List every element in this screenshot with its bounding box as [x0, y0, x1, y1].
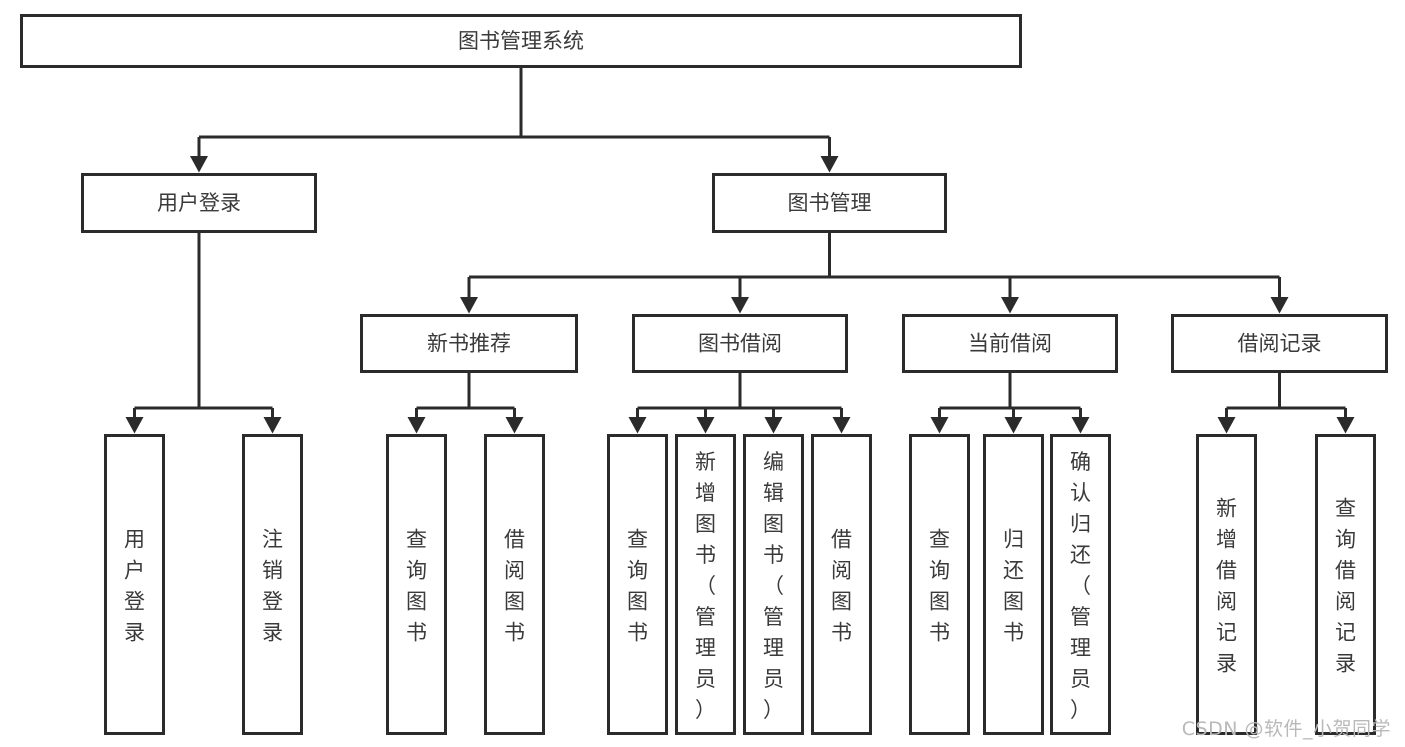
node-label: 图书管理 — [788, 191, 872, 215]
arrow-head-icon — [731, 297, 749, 314]
node-box — [360, 314, 578, 373]
node-leaf-br-query[interactable]: 查询借阅记录 — [1315, 434, 1376, 735]
node-leaf-cb-query[interactable]: 查询图书 — [909, 434, 970, 735]
connector-layer — [125, 68, 1355, 434]
node-box — [983, 434, 1044, 735]
node-box — [675, 434, 736, 735]
node-label: 图书借阅 — [698, 332, 782, 356]
node-box — [484, 434, 545, 735]
node-label: 当前借阅 — [968, 332, 1052, 356]
node-label: 查询图书 — [627, 528, 648, 645]
node-leaf-bb-query[interactable]: 查询图书 — [607, 434, 668, 735]
arrow-head-icon — [832, 417, 851, 434]
node-label: 查询图书 — [406, 528, 427, 645]
node-box — [607, 434, 668, 735]
arrow-head-icon — [1270, 297, 1289, 314]
node-label: 用户登录 — [124, 528, 145, 645]
node-leaf-bb-edit[interactable]: 编辑图书（管理员） — [743, 434, 804, 735]
node-l3-borrow-record[interactable]: 借阅记录 — [1171, 314, 1388, 373]
arrow-head-icon — [696, 417, 715, 434]
node-leaf-user-logout[interactable]: 注销登录 — [242, 434, 303, 735]
watermark-text: CSDN @软件_小贺同学 — [1181, 718, 1391, 740]
node-l3-new-book-rec[interactable]: 新书推荐 — [360, 314, 578, 373]
node-box — [902, 314, 1118, 373]
node-label: 借阅图书 — [504, 528, 525, 645]
node-box — [104, 434, 165, 735]
node-box — [20, 14, 1022, 68]
node-label: 新增图书（管理员） — [695, 450, 716, 722]
node-box — [242, 434, 303, 735]
arrow-head-icon — [505, 417, 524, 434]
node-label: 图书管理系统 — [458, 29, 584, 53]
arrow-head-icon — [407, 417, 426, 434]
node-box — [1196, 434, 1257, 735]
node-l3-book-borrow[interactable]: 图书借阅 — [632, 314, 848, 373]
node-leaf-user-login[interactable]: 用户登录 — [104, 434, 165, 735]
node-box — [811, 434, 872, 735]
arrow-head-icon — [190, 156, 208, 173]
node-leaf-bb-add[interactable]: 新增图书（管理员） — [675, 434, 736, 735]
node-label: 新增借阅记录 — [1216, 497, 1237, 676]
node-box — [632, 314, 848, 373]
node-box — [386, 434, 447, 735]
node-label: 查询借阅记录 — [1335, 497, 1356, 676]
arrow-head-icon — [460, 297, 478, 314]
arrow-head-icon — [1001, 297, 1019, 314]
node-label: 归还图书 — [1003, 528, 1024, 645]
node-label: 新书推荐 — [427, 332, 511, 356]
arrow-head-icon — [1336, 417, 1355, 434]
node-l2-user-login[interactable]: 用户登录 — [81, 173, 317, 233]
node-box — [1315, 434, 1376, 735]
arrow-head-icon — [764, 417, 783, 434]
node-leaf-cb-confirm[interactable]: 确认归还（管理员） — [1050, 434, 1111, 735]
node-box — [1050, 434, 1111, 735]
node-box — [743, 434, 804, 735]
arrow-head-icon — [820, 156, 839, 173]
node-label: 用户登录 — [157, 191, 241, 215]
arrow-head-icon — [1217, 417, 1236, 434]
node-leaf-cb-return[interactable]: 归还图书 — [983, 434, 1044, 735]
arrow-head-icon — [930, 417, 949, 434]
node-box — [712, 173, 947, 233]
node-box — [909, 434, 970, 735]
node-l2-book-mgmt[interactable]: 图书管理 — [712, 173, 947, 233]
node-leaf-bb-borrow[interactable]: 借阅图书 — [811, 434, 872, 735]
node-leaf-rec-borrow[interactable]: 借阅图书 — [484, 434, 545, 735]
node-label: 查询图书 — [929, 528, 950, 645]
node-label: 编辑图书（管理员） — [763, 450, 784, 722]
node-label: 注销登录 — [262, 528, 283, 645]
node-box — [1171, 314, 1388, 373]
arrow-head-icon — [1071, 417, 1090, 434]
arrow-head-icon — [125, 417, 144, 434]
arrow-head-icon — [628, 417, 647, 434]
node-box — [81, 173, 317, 233]
node-label: 确认归还（管理员） — [1070, 450, 1091, 722]
node-leaf-rec-query[interactable]: 查询图书 — [386, 434, 447, 735]
node-label: 借阅图书 — [831, 528, 852, 645]
node-leaf-br-add[interactable]: 新增借阅记录 — [1196, 434, 1257, 735]
node-layer: 图书管理系统用户登录图书管理新书推荐图书借阅当前借阅借阅记录用户登录注销登录查询… — [20, 14, 1388, 735]
arrow-head-icon — [1004, 417, 1023, 434]
node-l3-current-borrow[interactable]: 当前借阅 — [902, 314, 1118, 373]
arrow-head-icon — [263, 417, 282, 434]
node-label: 借阅记录 — [1238, 332, 1322, 356]
node-root[interactable]: 图书管理系统 — [20, 14, 1022, 68]
